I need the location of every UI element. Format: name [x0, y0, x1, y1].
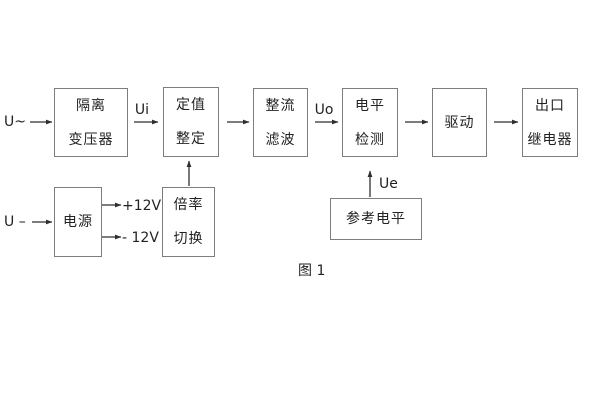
block-label: 切换 [173, 231, 204, 247]
block-ratio-switch: 倍率 切换 [162, 187, 215, 257]
block-label: 电平 [355, 97, 385, 114]
block-setting-adjust: 定值 整定 [163, 87, 219, 157]
block-label: 定值 [176, 97, 206, 113]
block-label: 检测 [355, 131, 385, 148]
figure-caption: 图 1 [298, 263, 326, 279]
ac-input-label: U~ [4, 114, 26, 130]
block-label: 变压器 [68, 131, 114, 148]
block-label: 整流 [265, 97, 296, 114]
plus-12v-label: +12V [122, 198, 162, 214]
block-level-detect: 电平 检测 [342, 88, 398, 157]
block-label: 隔离 [76, 97, 106, 114]
block-label: 滤波 [265, 131, 296, 148]
block-reference-level: 参考电平 [330, 198, 422, 240]
block-drive: 驱动 [432, 88, 487, 157]
block-label: 倍率 [173, 197, 204, 213]
block-label: 电源 [63, 214, 93, 230]
block-label: 出口 [535, 97, 565, 114]
signal-uo-label: Uo [314, 102, 334, 118]
block-power-supply: 电源 [54, 187, 102, 257]
dc-input-label: U – [4, 214, 26, 230]
block-isolation-transformer: 隔离 变压器 [54, 88, 128, 157]
signal-ue-label: Ue [379, 176, 398, 192]
minus-12v-label: - 12V [122, 230, 159, 246]
signal-ui-label: Ui [134, 102, 150, 118]
block-label: 参考电平 [346, 211, 406, 227]
block-label: 继电器 [527, 131, 573, 148]
block-label: 驱动 [444, 114, 475, 131]
block-label: 整定 [176, 131, 206, 147]
block-output-relay: 出口 继电器 [522, 88, 578, 157]
block-rectify-filter: 整流 滤波 [253, 88, 308, 157]
